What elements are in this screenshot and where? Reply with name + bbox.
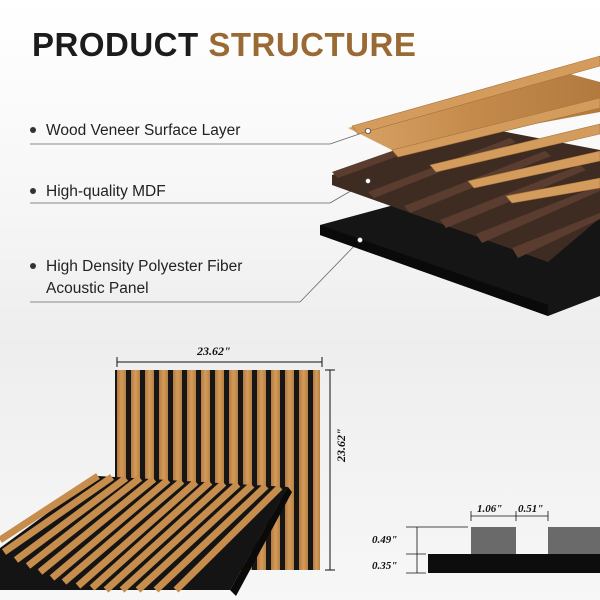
bullet-dot [30, 262, 36, 269]
page-title: PRODUCT STRUCTURE [32, 26, 416, 64]
leader-line-polyester-angle [299, 239, 361, 303]
title-word-structure: STRUCTURE [208, 26, 417, 63]
profile-dimension-lines [406, 511, 549, 574]
slat-width-label: 1.06" [477, 503, 503, 515]
tilted-panel-slats [0, 473, 283, 593]
veneer-layer [348, 55, 600, 204]
width-dimension-line [116, 357, 323, 367]
dot-veneer [364, 127, 371, 134]
leader-lines [30, 130, 369, 303]
panel-height-label: 23.62" [334, 428, 348, 462]
layer-label-mdf: High-quality MDF [30, 181, 166, 203]
bullet-dot [30, 126, 36, 133]
dot-polyester [356, 236, 363, 243]
profile-slat-1 [471, 527, 516, 554]
tilted-panel [0, 473, 292, 596]
felt-edge [320, 225, 548, 316]
height-dimension-line [325, 369, 335, 571]
profile-diagram [406, 511, 600, 574]
profile-base [428, 554, 600, 573]
title-word-product: PRODUCT [32, 26, 199, 63]
panel-width-label: 23.62" [197, 344, 231, 358]
upright-panel-slats [117, 370, 320, 570]
profile-slat-2 [548, 527, 600, 554]
base-thickness-label: 0.35" [372, 560, 398, 572]
layer-label-veneer: Wood Veneer Surface Layer [30, 120, 240, 142]
slat-thickness-label: 0.49" [372, 534, 398, 546]
bullet-dot [30, 187, 36, 194]
dot-mdf [364, 177, 371, 184]
veneer-base [348, 70, 600, 150]
layer-label-polyester: High Density Polyester Fiber Acoustic Pa… [30, 256, 242, 300]
veneer-slats [351, 55, 600, 204]
tilted-panel-edge [230, 487, 292, 596]
leader-dots [356, 127, 371, 243]
gap-width-label: 0.51" [518, 503, 544, 515]
